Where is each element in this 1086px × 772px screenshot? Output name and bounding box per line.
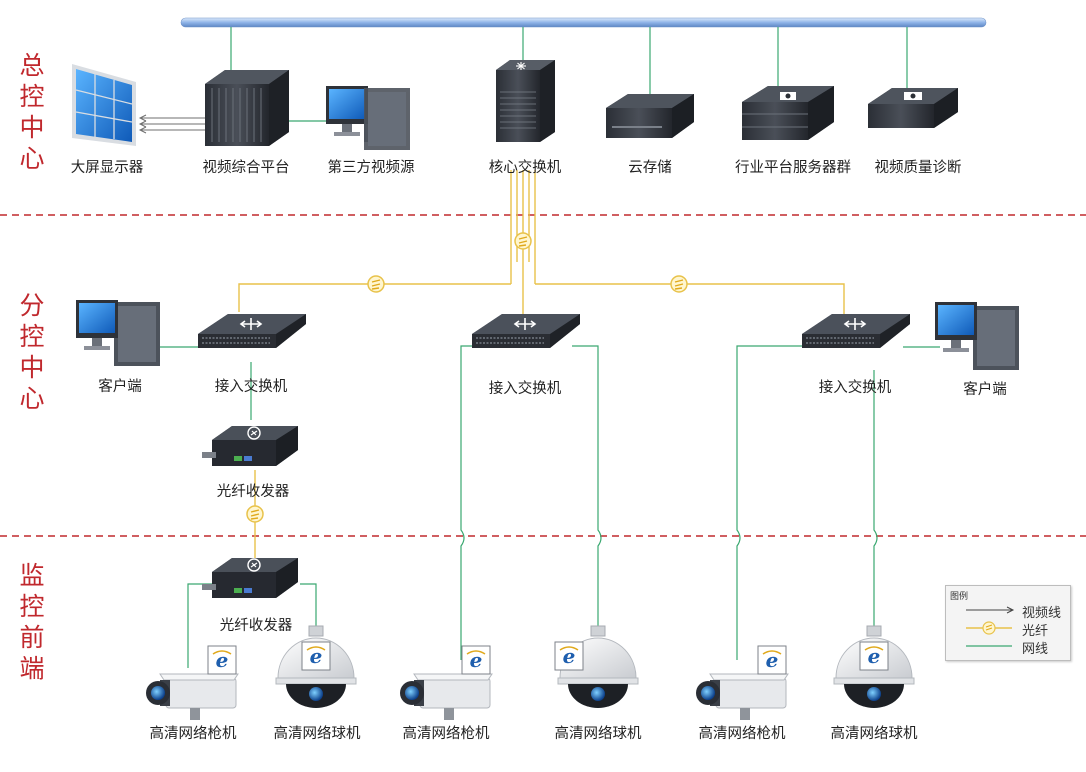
label-camera-3: 高清网络枪机 [402, 726, 490, 742]
label-transceiver-upper: 光纤收发器 [216, 484, 290, 500]
fiber-junction-core [514, 232, 532, 250]
legend-row-video: 视频线 [952, 602, 1068, 621]
legend-fiber-label: 光纤 [1022, 624, 1049, 639]
label-core-switch: 核心交换机 [488, 160, 562, 176]
bullet-camera-1-icon [145, 673, 239, 721]
video-wall-icon [72, 64, 136, 146]
zone-label-front: 监 控 前 端 [19, 561, 45, 683]
legend-video-label: 视频线 [1022, 606, 1062, 621]
quality-diagnosis-icon [868, 88, 958, 128]
ie-badge-2-icon [301, 641, 331, 671]
zone-label-branch: 分 控 中 心 [19, 291, 45, 413]
label-camera-6: 高清网络球机 [830, 726, 918, 742]
label-server-cluster: 行业平台服务器群 [735, 160, 851, 176]
server-cluster-icon [742, 86, 834, 140]
legend-title: 图例 [950, 592, 969, 602]
legend: 图例 视频线 光纤 网线 [945, 585, 1071, 661]
legend-row-network: 网线 [952, 638, 1068, 657]
bullet-camera-3-icon [695, 673, 789, 721]
label-switch-mid: 接入交换机 [488, 381, 562, 397]
fiber-transceiver-upper-icon [201, 425, 299, 467]
bullet-camera-2-icon [399, 673, 493, 721]
fiber-transceiver-lower-icon [201, 557, 299, 599]
label-camera-5: 高清网络枪机 [698, 726, 786, 742]
access-switch-right-icon [801, 313, 911, 349]
cloud-storage-icon [606, 94, 694, 138]
ie-badge-3-icon [461, 645, 491, 675]
label-camera-2: 高清网络球机 [273, 726, 361, 742]
label-switch-right: 接入交换机 [818, 380, 892, 396]
ie-badge-6-icon [859, 641, 889, 671]
fiber-links [238, 170, 845, 558]
label-cloud-storage: 云存储 [628, 160, 672, 176]
ie-badge-4-icon [554, 641, 584, 671]
label-transceiver-lower: 光纤收发器 [219, 618, 293, 634]
video-line-swatch [966, 606, 1015, 614]
legend-row-fiber: 光纤 [952, 620, 1068, 639]
label-switch-left: 接入交换机 [214, 379, 288, 395]
access-switch-mid-icon [471, 313, 581, 349]
zone-label-hq: 总 控 中 心 [19, 51, 45, 173]
ie-badge-1-icon [207, 645, 237, 675]
core-switch-icon [496, 60, 555, 142]
label-camera-1: 高清网络枪机 [149, 726, 237, 742]
label-video-platform: 视频综合平台 [202, 160, 290, 176]
backbone-bus [180, 17, 987, 28]
label-camera-4: 高清网络球机 [554, 726, 642, 742]
video-platform-icon [205, 70, 289, 146]
legend-network-label: 网线 [1022, 642, 1049, 657]
network-links-branch [160, 345, 940, 668]
network-links-hq [230, 27, 908, 122]
fiber-junction-right [670, 275, 688, 293]
video-lines [138, 114, 205, 134]
label-third-party-source: 第三方视频源 [327, 160, 415, 176]
fiber-junction-transceiver [246, 505, 264, 523]
label-client-right: 客户端 [963, 382, 1007, 398]
label-quality-diagnosis: 视频质量诊断 [874, 160, 962, 176]
label-video-wall: 大屏显示器 [70, 160, 144, 176]
access-switch-left-icon [197, 313, 307, 349]
fiber-swatch [966, 621, 1012, 635]
fiber-junction-left [367, 275, 385, 293]
label-client-left: 客户端 [98, 379, 142, 395]
ie-badge-5-icon [757, 645, 787, 675]
network-line-swatch [966, 645, 1012, 647]
